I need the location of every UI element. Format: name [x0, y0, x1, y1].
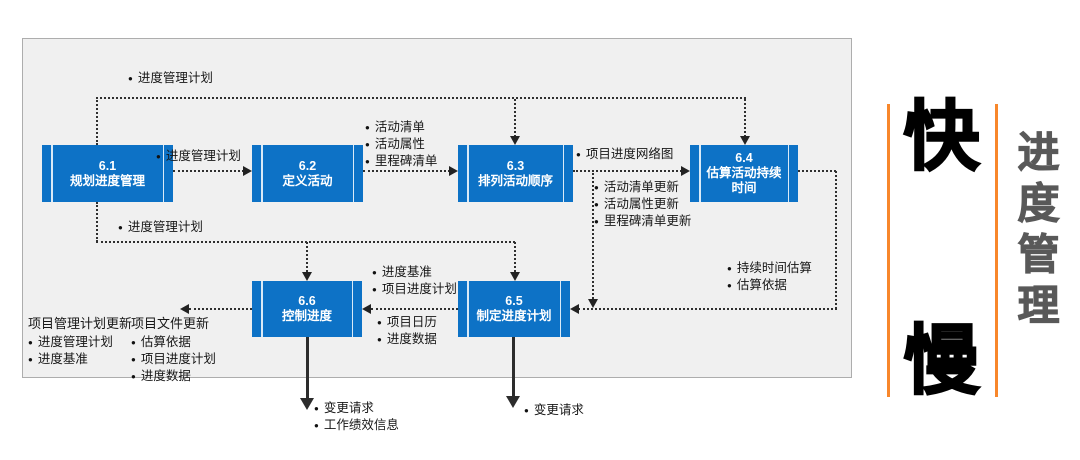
arrowhead-into-65-top [510, 272, 520, 281]
label-change-requests-65: 变更请求 [524, 402, 584, 419]
connector-61-62 [173, 170, 244, 172]
connector-drop-66 [306, 242, 308, 272]
process-box-6-4: 6.4 估算活动持续时间 [690, 145, 798, 202]
connector-top-drop-63 [514, 99, 516, 137]
label-list-doc-updates: 估算依据 项目进度计划 进度数据 [131, 334, 216, 385]
process-box-6-1: 6.1 规划进度管理 [42, 145, 173, 202]
process-name: 定义活动 [282, 173, 333, 188]
process-box-6-2: 6.2 定义活动 [252, 145, 363, 202]
label-pm-plan-updates-header: 项目管理计划更新 [28, 316, 133, 331]
connector-63-64 [573, 170, 682, 172]
process-box-6-3: 6.3 排列活动顺序 [458, 145, 573, 202]
arrowhead-into-62 [243, 166, 252, 176]
arrowhead-into-64-top [740, 136, 750, 145]
list-item: 进度数据 [377, 331, 437, 348]
label-list-activity-outputs: 活动清单 活动属性 里程碑清单 [365, 119, 438, 170]
arrowhead-66-out [180, 304, 189, 314]
process-name: 制定进度计划 [476, 309, 552, 323]
list-item: 里程碑清单更新 [594, 213, 692, 230]
label-list-duration-outputs: 持续时间估算 估算依据 [727, 260, 812, 294]
arrowhead-into-63-top [510, 136, 520, 145]
label-list-control-outputs: 变更请求 工作绩效信息 [314, 400, 399, 434]
label-list-schedule-outputs-top: 进度基准 项目进度计划 [372, 264, 457, 298]
connector-61-down [96, 202, 98, 242]
process-number: 6.5 [505, 294, 523, 308]
label-schedule-plan-lower: 进度管理计划 [118, 219, 203, 236]
label-doc-updates-header: 项目文件更新 [131, 316, 210, 331]
connector-top-drop-64 [744, 99, 746, 137]
connector-lower-across [96, 241, 515, 243]
list-item: 工作绩效信息 [314, 417, 399, 434]
connector-66-down [306, 337, 309, 399]
connector-top-across [96, 97, 746, 99]
process-name: 排列活动顺序 [477, 173, 553, 188]
label-list-pm-plan-updates: 进度管理计划 进度基准 [28, 334, 113, 368]
fast-slow-column: 快 慢 [890, 95, 993, 404]
process-name: 规划进度管理 [69, 173, 145, 188]
arrowhead-65-down [506, 396, 520, 408]
list-item: 进度数据 [131, 368, 216, 385]
arrowhead-into-63 [449, 166, 458, 176]
process-number: 6.1 [98, 158, 117, 173]
list-item: 估算依据 [727, 277, 812, 294]
arrowhead-merge-65-line [588, 299, 598, 308]
orange-divider-right [995, 104, 998, 397]
list-item: 活动属性 [365, 136, 437, 153]
list-item: 项目日历 [377, 314, 437, 331]
list-item: 活动属性更新 [594, 196, 691, 213]
list-item: 里程碑清单 [365, 153, 438, 170]
list-item: 项目进度计划 [372, 281, 457, 298]
list-item: 持续时间估算 [727, 260, 812, 277]
arrowhead-into-64 [681, 166, 690, 176]
list-item: 活动清单 [365, 119, 437, 136]
arrowhead-into-66 [362, 304, 371, 314]
connector-66-out-left [189, 308, 252, 310]
process-number: 6.3 [506, 158, 525, 173]
list-item: 进度基准 [28, 351, 113, 368]
slow-character: 慢 [903, 318, 981, 404]
process-name: 估算活动持续时间 [706, 166, 782, 195]
list-item: 进度管理计划 [28, 334, 113, 351]
list-item: 项目进度计划 [131, 351, 216, 368]
arrowhead-66-down [300, 398, 314, 410]
label-schedule-plan-mid: 进度管理计划 [156, 148, 241, 165]
label-network-diagram: 项目进度网络图 [576, 146, 674, 163]
process-number: 6.2 [298, 158, 317, 173]
connector-65-down [512, 337, 515, 397]
list-item: 进度基准 [372, 264, 457, 281]
process-name: 控制进度 [281, 309, 332, 323]
connector-64-out [798, 170, 836, 172]
connector-65-66 [371, 308, 458, 310]
process-box-6-6: 6.6 控制进度 [252, 281, 362, 337]
diagram-panel [22, 38, 852, 378]
label-list-sequence-updates: 活动清单更新 活动属性更新 里程碑清单更新 [594, 179, 692, 230]
label-schedule-plan-top: 进度管理计划 [128, 70, 213, 87]
connector-61-up [96, 97, 98, 145]
connector-right-drop [835, 171, 837, 309]
connector-62-63 [363, 170, 450, 172]
process-number: 6.4 [735, 151, 753, 165]
list-item: 变更请求 [314, 400, 399, 417]
vertical-title: 进度管理 [1012, 130, 1060, 335]
list-item: 估算依据 [131, 334, 216, 351]
connector-63-updates-drop [592, 173, 594, 299]
fast-character: 快 [903, 95, 981, 180]
process-box-6-5: 6.5 制定进度计划 [458, 281, 570, 337]
list-item: 活动清单更新 [594, 179, 691, 196]
connector-into-65-right [578, 308, 837, 310]
process-number: 6.6 [298, 294, 316, 308]
connector-drop-65 [514, 242, 516, 272]
orange-divider-left [887, 104, 890, 397]
arrowhead-into-65 [570, 304, 579, 314]
arrowhead-into-66-top [302, 272, 312, 281]
label-list-schedule-outputs-bottom: 项目日历 进度数据 [377, 314, 437, 348]
